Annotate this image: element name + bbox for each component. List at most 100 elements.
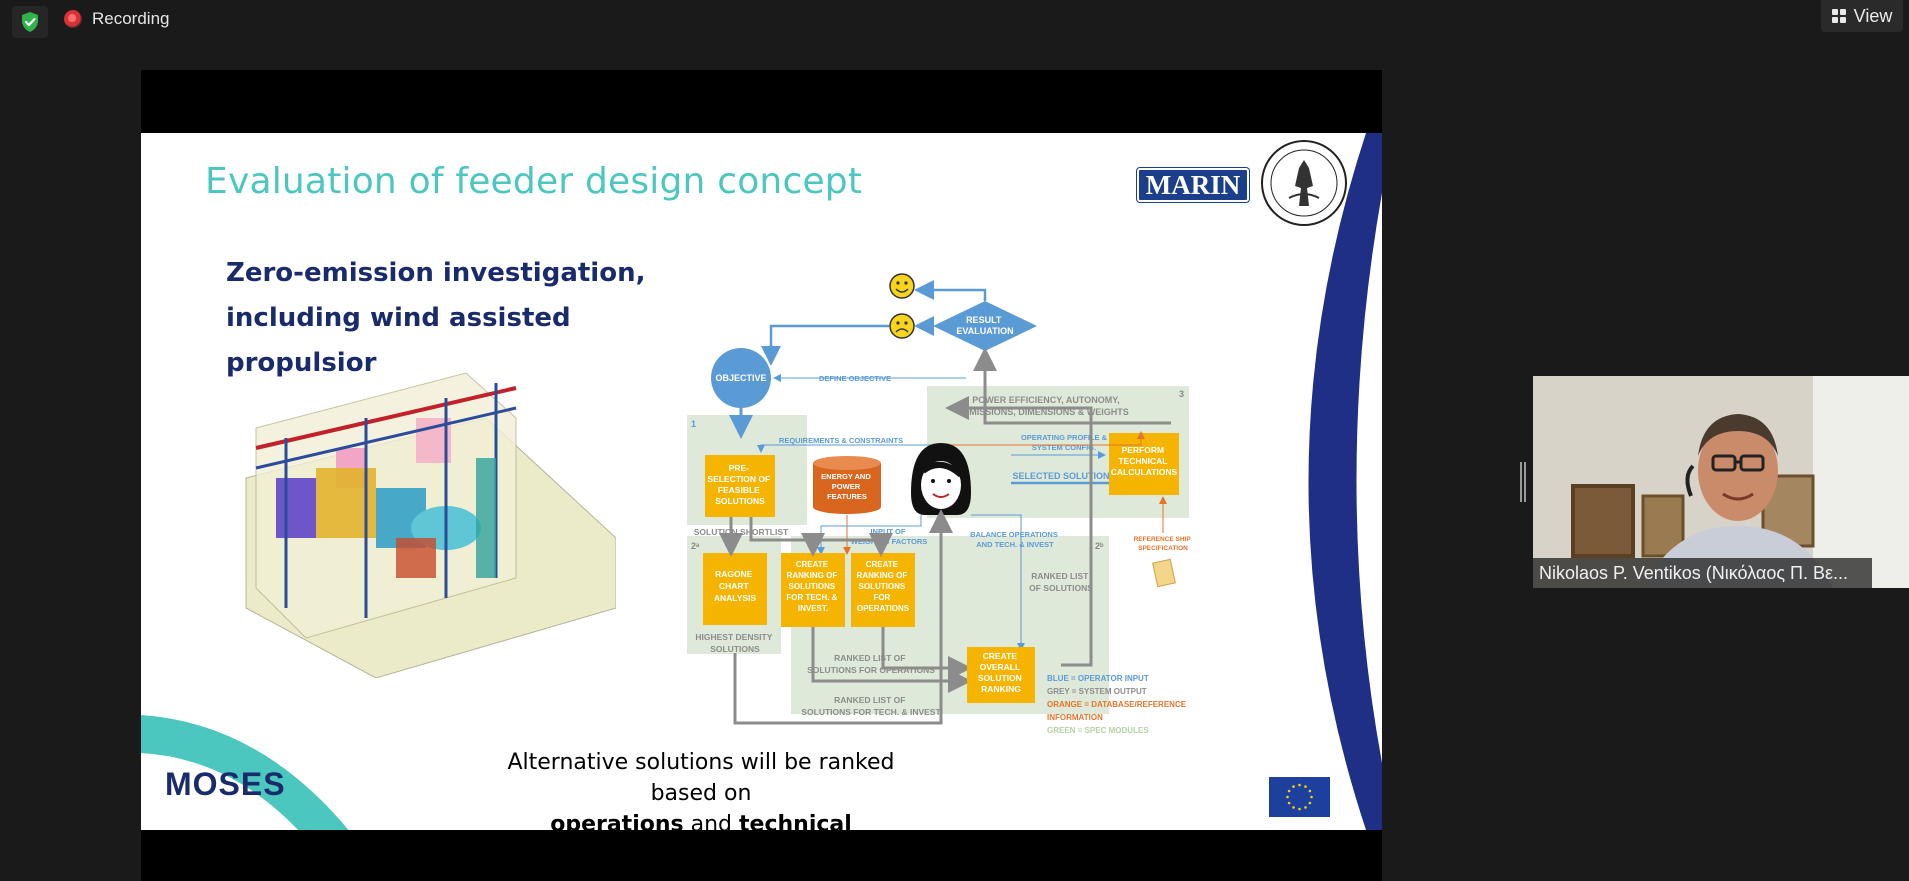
ranked-list-line1: RANKED LIST [1031,571,1089,581]
define-objective-label: DEFINE OBJECTIVE [819,374,891,383]
view-label: View [1853,5,1893,26]
solution-shortlist-label: SOLUTION SHORTLIST [694,527,789,537]
overall-line2: OVERALL [980,662,1020,672]
record-dot-icon [64,10,82,28]
navy-arc-decoration [1308,133,1382,830]
module-2b-number: 2ᵇ [1095,541,1104,551]
eu-stars-icon [1286,783,1313,811]
preselection-line3: FEASIBLE [718,485,760,495]
ranked-tech-line2: SOLUTIONS FOR TECH. & INVEST [801,707,941,717]
overall-line1: CREATE [983,651,1018,661]
svg-text:INPUT OF WEIGHING FACT: INPUT OF WEIGHING FACTORS [851,527,928,546]
module-3-number: 3 [1179,389,1184,399]
ranking-tech-invest-box [781,553,845,627]
rank-tech-line4: FOR TECH. & [786,593,837,602]
preselection-line2: SELECTION OF [707,474,770,484]
svg-text:RANKED LIST OF SOLUTIO: RANKED LIST OF SOLUTIONS FOR OPERATIONS [807,653,935,675]
panel-resize-handle[interactable] [1520,462,1526,502]
reference-line2: SPECIFICATION [1138,545,1188,552]
ranked-tech-line1: RANKED LIST OF [834,695,905,705]
reference-ship-document-icon [1152,558,1176,588]
pre-selection-box [705,455,775,517]
ragone-line3: ANALYSIS [714,593,757,603]
overall-solution-ranking-box [967,647,1035,703]
rank-ops-line1: CREATE [866,560,899,569]
overall-line4: RANKING [981,684,1021,694]
selected-solution-label: SELECTED SOLUTION [1012,471,1109,481]
ranked-ops-line2: SOLUTIONS FOR OPERATIONS [807,665,935,675]
eu-flag-logo [1269,777,1330,817]
happy-face-icon [889,273,915,299]
view-button[interactable]: View [1821,0,1903,32]
legend-grey: GREY = SYSTEM OUTPUT [1047,687,1147,696]
balance-line2: AND TECH. & INVEST [976,540,1054,549]
legend-blue: BLUE = OPERATOR INPUT [1047,674,1149,683]
weighing-line1: INPUT OF [870,527,905,536]
result-evaluation-diamond [933,301,1037,351]
rank-ops-line3: SOLUTIONS [859,582,906,591]
caption-line1: Alternative solutions will be ranked bas… [507,750,895,806]
recording-indicator[interactable]: Recording [64,6,170,32]
caption-bold-investments: technical investments [739,812,852,830]
svg-text:CREATE RANKING OF: CREATE RANKING OF SOLUTIONS FOR TECH. & … [786,560,839,613]
rank-tech-line2: RANKING OF [787,571,838,580]
perform-technical-calculations-box [1109,433,1179,495]
energy-line3: FEATURES [827,492,867,501]
svg-text:RANKED LIST OF SOLUTIO: RANKED LIST OF SOLUTIONS FOR TECH. & INV… [801,695,941,717]
legend-green: GREEN = SPEC MODULES [1047,726,1149,735]
shield-check-icon [22,12,38,32]
energy-line2: POWER [832,482,861,491]
caption-line2: operations and technical investments [491,809,911,830]
ragone-line2: CHART [719,581,750,591]
svg-text:RAGONE CHART A: RAGONE CHART ANALYSIS [714,569,757,603]
operating-profile-label: OPERATING PROFILE & [1021,433,1108,442]
marin-logo-text: MARIN [1145,169,1241,200]
svg-text:RANKED LIST OF SOLUTIO: RANKED LIST OF SOLUTIONS [1029,571,1093,593]
module-2a-number: 2ᵃ [691,541,700,551]
rank-ops-line4: FOR [873,593,890,602]
rank-ops-line2: RANKING OF [857,571,908,580]
perform-line3: CALCULATIONS [1111,467,1178,477]
svg-text:PERFORM TECHNICAL: PERFORM TECHNICAL CALCULATIONS [1111,445,1178,477]
svg-text:RESULT EVALUATION: RESULT EVALUATION [956,315,1013,336]
participant-video-feed [1533,376,1909,588]
overall-line3: SOLUTION [978,673,1022,683]
security-shield-button[interactable] [12,6,48,38]
legend-orange1: ORANGE = DATABASE/REFERENCE [1047,700,1187,709]
objective-label: OBJECTIVE [715,373,766,383]
slide-heading: Zero-emission investigation, including w… [226,258,646,378]
ragone-line1: RAGONE [715,569,753,579]
emissions-label: EMISSIONS, DIMENSIONS & WEIGHTS [963,407,1129,417]
university-seal-logo [1261,140,1347,226]
caption-and: and [683,812,740,830]
preselection-line1: PRE- [729,463,749,473]
operator-woman-icon [911,443,971,515]
moses-logo: MOSES [165,766,286,802]
rank-ops-line5: OPERATIONS [857,604,910,613]
highest-density-line1: HIGHEST DENSITY [695,632,772,642]
result-evaluation-line1: RESULT [966,315,1002,325]
energy-power-database-icon [813,456,881,514]
reference-line1: REFERENCE SHIP [1134,536,1192,543]
svg-text:BALANCE OPERATIONS AND: BALANCE OPERATIONS AND TECH. & INVEST [970,530,1060,549]
energy-line1: ENERGY AND [821,472,871,481]
preselection-line4: SOLUTIONS [715,496,765,506]
participant-video-tile[interactable]: Nikolaos P. Ventikos (Νικόλαος Π. Βε... [1533,376,1909,588]
result-evaluation-line2: EVALUATION [956,326,1013,336]
ranked-list-line2: OF SOLUTIONS [1029,583,1093,593]
process-flow-diagram: 1 3 2ᵃ 2ᵇ RESULT EVALUATION [687,273,1192,735]
machinery-3d-illustration [245,372,616,678]
svg-text:ENERGY AND POWER: ENERGY AND POWER FEATURES [821,472,873,501]
ragone-chart-analysis-box [703,553,767,625]
requirements-label: REQUIREMENTS & CONSTRAINTS [779,436,903,445]
svg-text:PRE- SELECTION OF: PRE- SELECTION OF FEASIBLE SOLUTIONS [707,463,772,506]
slide-caption: Alternative solutions will be ranked bas… [491,747,911,830]
legend-orange2: INFORMATION [1047,713,1103,722]
sad-face-icon [889,313,915,339]
slide-title: Evaluation of feeder design concept [205,161,863,202]
grid-view-icon [1831,9,1846,23]
highest-density-line2: SOLUTIONS [710,644,760,654]
svg-text:CREATE OVERALL: CREATE OVERALL SOLUTION RANKING [978,651,1024,694]
system-config-label: SYSTEM CONFIG. [1032,443,1096,452]
power-efficiency-label: POWER EFFICIENCY, AUTONOMY, [972,395,1120,405]
